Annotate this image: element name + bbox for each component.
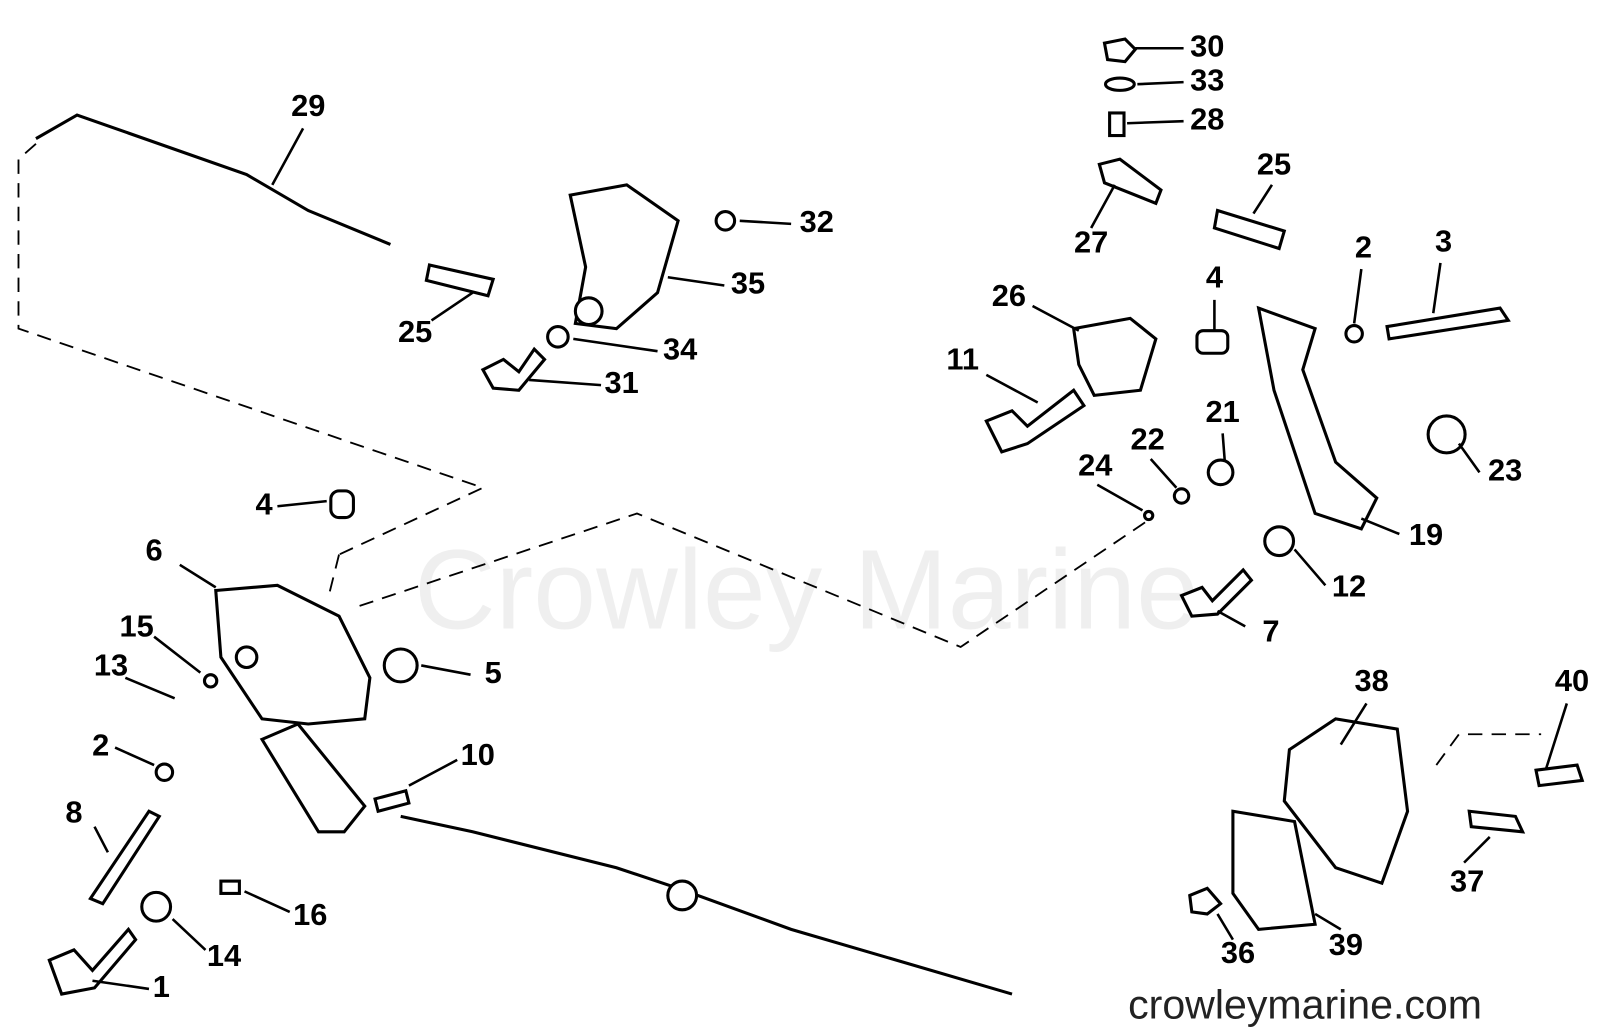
part-3-screw [1385, 306, 1511, 341]
part-1-bolt [47, 926, 138, 996]
callout-22: 22 [1130, 422, 1164, 457]
watermark: Crowley Marine [414, 526, 1199, 652]
footer-site-url: crowleymarine.com [1128, 982, 1482, 1028]
callout-37: 37 [1450, 863, 1484, 898]
callout-29: 29 [291, 88, 325, 123]
part-28-stud [1108, 111, 1126, 138]
part-32-washer [714, 210, 737, 232]
part-40-screw [1534, 763, 1585, 788]
callout-25: 25 [398, 314, 432, 349]
part-14-washer [140, 890, 173, 923]
part-4-pin [329, 489, 355, 520]
callout-31: 31 [604, 365, 638, 400]
callout-27: 27 [1074, 225, 1108, 260]
callout-12: 12 [1332, 569, 1366, 604]
callout-6: 6 [146, 533, 163, 568]
callout-11: 11 [946, 342, 979, 377]
part-cable [400, 814, 1013, 996]
part-21-bushing [1206, 458, 1235, 487]
part-lever-arm [259, 722, 367, 834]
part-27-link [1097, 157, 1163, 206]
part-22-washer [1172, 487, 1191, 505]
callout-8: 8 [65, 794, 82, 829]
callout-28: 28 [1190, 101, 1224, 136]
callout-23: 23 [1488, 453, 1522, 488]
part-19-lever [1256, 305, 1379, 531]
callout-7: 7 [1262, 614, 1279, 649]
part-5-washer [382, 647, 419, 684]
leader-lines [92, 46, 1569, 991]
part-15-washer [202, 673, 219, 689]
part-29-rod [35, 113, 392, 246]
part-35-bracket [568, 183, 680, 331]
part-8-spring [88, 809, 162, 906]
part-7-bolt [1179, 567, 1254, 618]
part-12-washer [1263, 525, 1296, 558]
part-6-plate [214, 583, 372, 726]
callout-4: 4 [1206, 259, 1223, 294]
callout-15: 15 [120, 609, 154, 644]
part-25-rodend [1212, 208, 1287, 251]
part-34-bushing [573, 296, 604, 327]
part-34-washer [546, 325, 570, 349]
part-10-pin [373, 788, 411, 814]
callout-4: 4 [255, 486, 272, 521]
callout-36: 36 [1221, 935, 1255, 970]
part-26-cam [1071, 316, 1158, 398]
callout-32: 32 [800, 204, 834, 239]
callout-24: 24 [1078, 447, 1112, 482]
part-37-screw [1467, 809, 1526, 834]
callout-39: 39 [1329, 927, 1363, 962]
callout-10: 10 [461, 737, 495, 772]
callout-1: 1 [153, 969, 170, 1004]
callout-2: 2 [92, 728, 109, 763]
callout-16: 16 [293, 897, 327, 932]
callout-2: 2 [1355, 230, 1372, 265]
part-2-nut [1344, 323, 1364, 344]
part-36-screw [1188, 886, 1223, 916]
part-25-link [424, 263, 496, 298]
part-38-clamp [1282, 717, 1410, 886]
part-31-bolt [480, 346, 547, 392]
callout-3: 3 [1435, 224, 1452, 259]
callout-26: 26 [992, 278, 1026, 313]
part-2-nut [154, 762, 175, 782]
callout-35: 35 [731, 266, 765, 301]
part-24-clip [1143, 509, 1155, 522]
part-39-plate [1231, 809, 1317, 931]
cable-washer [666, 879, 699, 912]
part-4-spacer [1195, 329, 1230, 355]
part-15-bushing [234, 645, 259, 670]
callout-30: 30 [1190, 28, 1224, 63]
callout-21: 21 [1205, 394, 1239, 429]
part-33-washer [1103, 76, 1136, 92]
callout-38: 38 [1354, 663, 1388, 698]
callout-13: 13 [94, 648, 128, 683]
callout-14: 14 [207, 938, 241, 973]
callout-33: 33 [1190, 62, 1224, 97]
callout-34: 34 [663, 331, 697, 366]
callout-5: 5 [485, 655, 502, 690]
part-16-clip [219, 879, 241, 895]
part-30-nut [1102, 37, 1138, 64]
callout-25: 25 [1257, 147, 1291, 182]
part-23-washer [1426, 414, 1467, 455]
part-11-bolt [984, 387, 1087, 454]
callout-19: 19 [1409, 517, 1443, 552]
callout-40: 40 [1555, 663, 1589, 698]
